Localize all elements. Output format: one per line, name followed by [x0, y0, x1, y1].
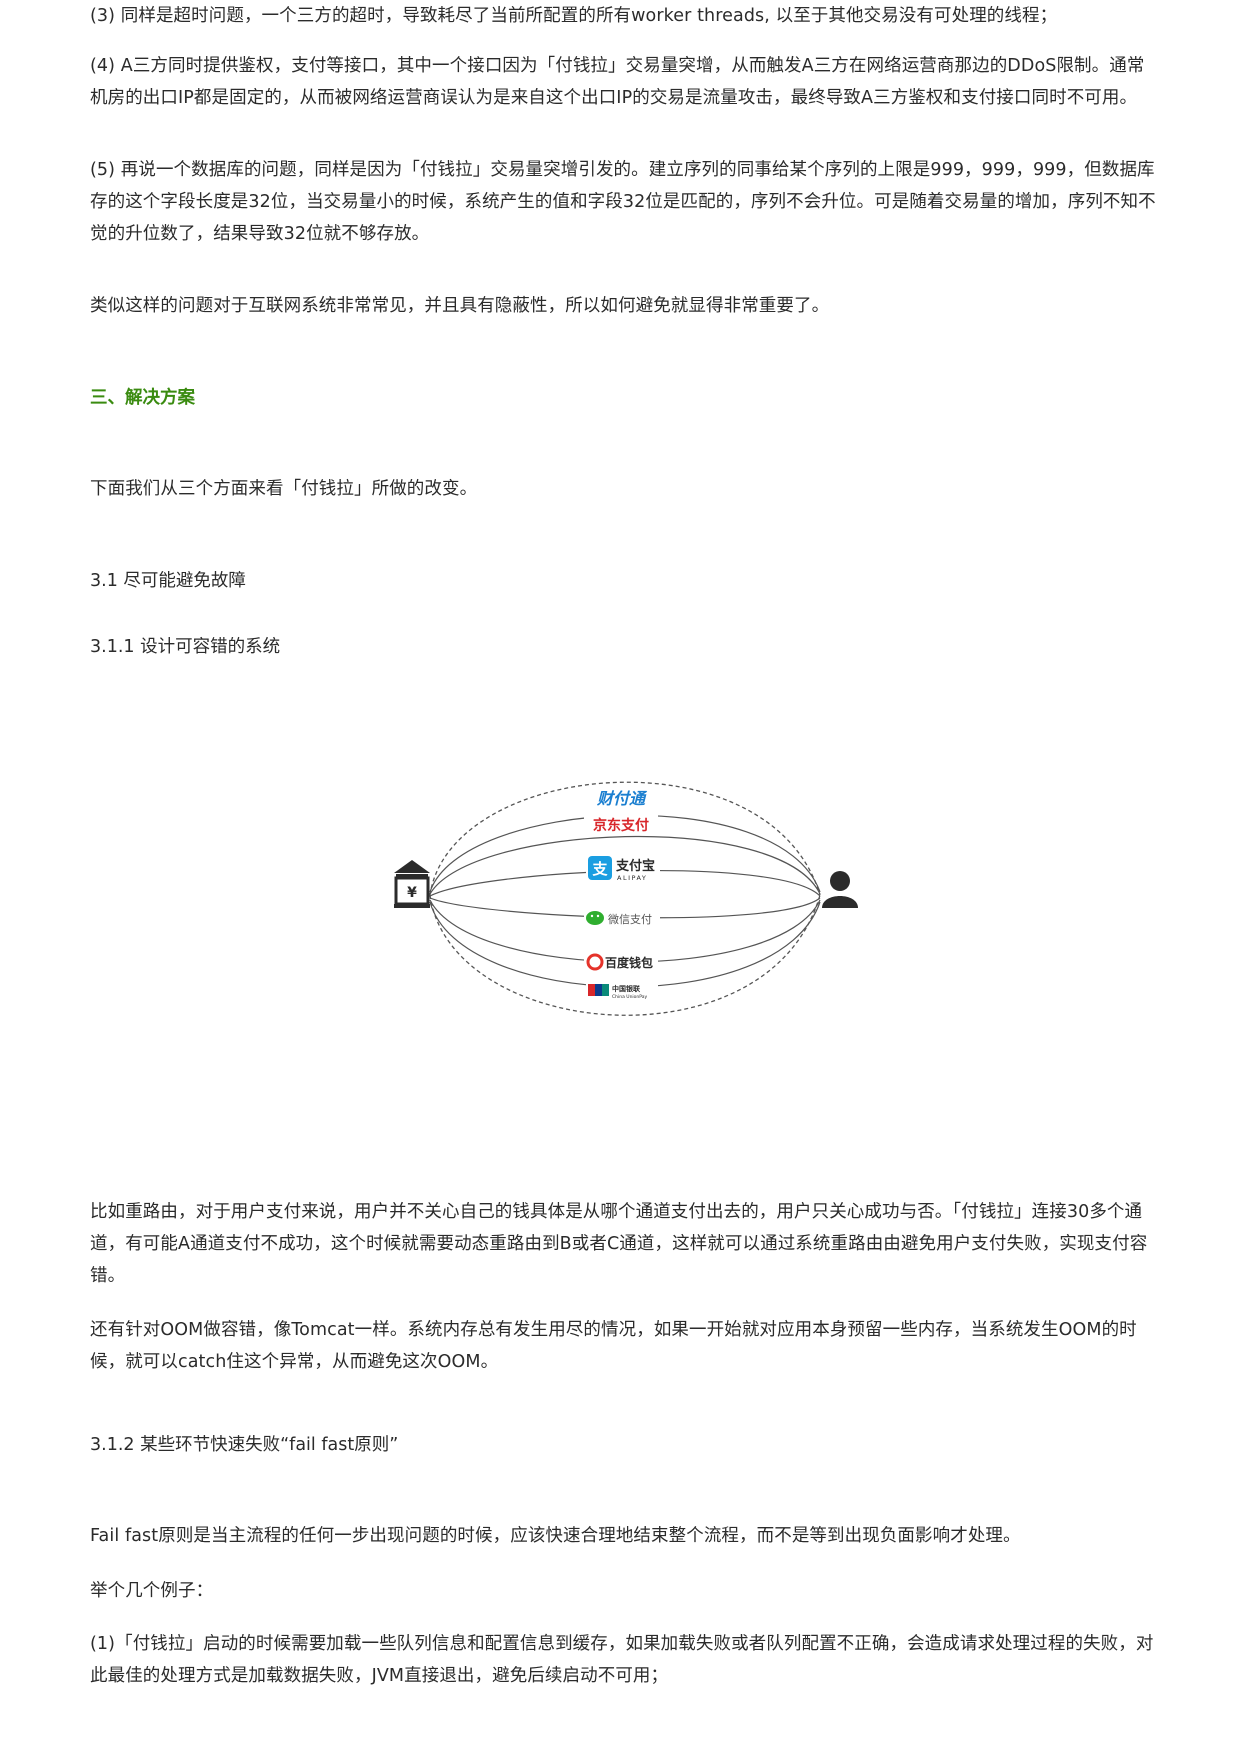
alipay-label-en: ALIPAY [617, 874, 647, 882]
bank-yen-symbol: ¥ [407, 885, 417, 901]
paragraph-rerouting: 比如重路由，对于用户支付来说，用户并不关心自己的钱具体是从哪个通道支付出去的，用… [90, 1202, 1148, 1286]
payment-channel-diagram: ¥ 财付通 京东支付 支 支付宝 ALIPAY [390, 740, 860, 1060]
unionpay-label-en: China UnionPay [612, 994, 648, 1000]
bank-icon: ¥ [394, 860, 430, 908]
baidu-icon [586, 953, 604, 971]
outer-arc-top [429, 781, 821, 896]
paragraph-example-1: (1)「付钱拉」启动的时候需要加载一些队列信息和配置信息到缓存，如果加载失败或者… [90, 1634, 1154, 1686]
heading-3-1-1: 3.1.1 设计可容错的系统 [90, 637, 281, 657]
paragraph-examples-intro: 举个几个例子： [90, 1581, 214, 1601]
unionpay-icon [588, 984, 609, 996]
outer-arc-bottom [429, 894, 821, 1016]
wechat-logo: 微信支付 [584, 908, 660, 928]
user-icon [822, 871, 858, 908]
jdpay-logo: 京东支付 [584, 814, 658, 834]
wechat-label: 微信支付 [608, 912, 652, 926]
paragraph-fail-fast: Fail fast原则是当主流程的任何一步出现问题的时候，应该快速合理地结束整个… [90, 1526, 1021, 1546]
jdpay-label: 京东支付 [593, 817, 649, 834]
unionpay-label-cn: 中国银联 [612, 984, 641, 993]
baidu-label: 百度钱包 [605, 955, 653, 970]
unionpay-logo: 中国银联 China UnionPay [586, 980, 658, 1000]
arc-jdpay [429, 835, 821, 895]
alipay-icon-glyph: 支 [591, 860, 608, 878]
tenpay-logo: 财付通 [586, 788, 656, 808]
paragraph-intro: 下面我们从三个方面来看「付钱拉」所做的改变。 [90, 479, 478, 499]
heading-3-1-2: 3.1.2 某些环节快速失败“fail fast原则” [90, 1435, 399, 1455]
section-title: 三、解决方案 [90, 388, 195, 408]
alipay-icon [588, 856, 612, 880]
baidu-logo: 百度钱包 [584, 952, 658, 972]
diagram-canvas: ¥ 财付通 京东支付 支 支付宝 ALIPAY [394, 781, 858, 1016]
paragraph-oom: 还有针对OOM做容错，像Tomcat一样。系统内存总有发生用尽的情况，如果一开始… [90, 1320, 1137, 1372]
alipay-logo: 支 支付宝 ALIPAY [586, 853, 660, 883]
paragraph-3-timeout: (3) 同样是超时问题，一个三方的超时，导致耗尽了当前所配置的所有worker … [90, 6, 1058, 26]
tenpay-label: 财付通 [596, 789, 648, 808]
heading-3-1: 3.1 尽可能避免故障 [90, 571, 246, 591]
paragraph-5-database: (5) 再说一个数据库的问题，同样是因为「付钱拉」交易量突增引发的。建立序列的同… [90, 160, 1156, 244]
alipay-label-cn: 支付宝 [615, 858, 655, 874]
wechat-icon [586, 911, 604, 925]
paragraph-4-ddos: (4) A三方同时提供鉴权，支付等接口，其中一个接口因为「付钱拉」交易量突增，从… [90, 56, 1145, 108]
paragraph-summary: 类似这样的问题对于互联网系统非常常见，并且具有隐蔽性，所以如何避免就显得非常重要… [90, 296, 830, 316]
